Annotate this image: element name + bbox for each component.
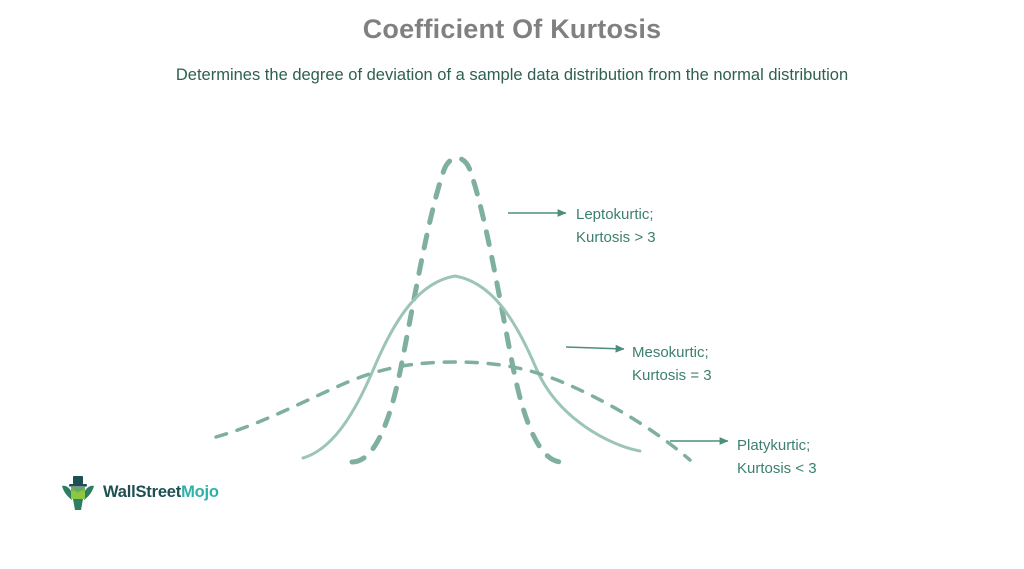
mesokurtic-label-line2: Kurtosis = 3 [632,367,712,384]
mesokurtic-label-line1: Mesokurtic; [632,344,709,361]
mesokurtic-leader-line [565,344,625,353]
wallstreetmojo-logo: WallStreetMojo [60,473,219,511]
mesokurtic-label: Mesokurtic; Kurtosis = 3 [632,341,712,387]
logo-text-primary: WallStreet [103,482,182,501]
leptokurtic-label-line1: Leptokurtic; [576,206,654,223]
page-title: Coefficient Of Kurtosis [362,14,662,44]
platykurtic-label-line2: Kurtosis < 3 [737,460,817,477]
platykurtic-curve [214,360,692,462]
platykurtic-label: Platykurtic; Kurtosis < 3 [737,434,817,480]
mesokurtic-curve [301,274,642,460]
platykurtic-label-line1: Platykurtic; [737,437,811,454]
page-subtitle: Determines the degree of deviation of a … [175,66,849,84]
wallstreetmojo-logo-text: WallStreetMojo [103,483,219,502]
leptokurtic-label: Leptokurtic; Kurtosis > 3 [576,203,656,249]
leptokurtic-curve [349,155,565,465]
leptokurtic-label-line2: Kurtosis > 3 [576,229,656,246]
logo-text-accent: Mojo [181,482,219,501]
wallstreetmojo-logo-icon [62,476,94,510]
